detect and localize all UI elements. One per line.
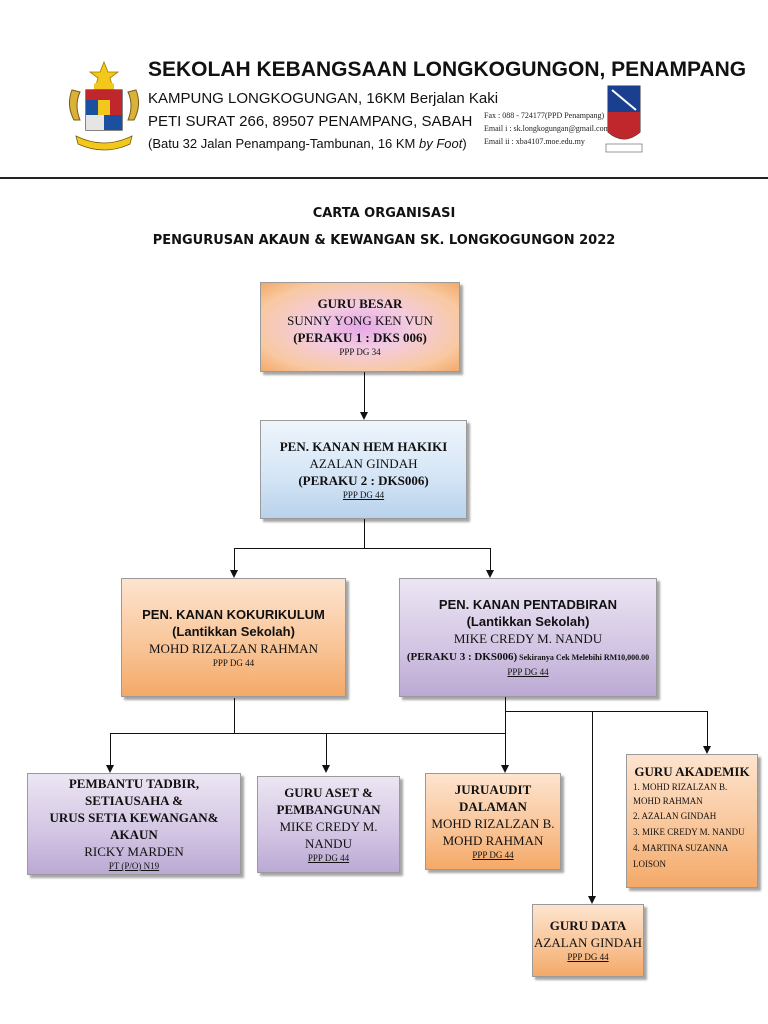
email-1: Email i : sk.longkogungan@gmail.com xyxy=(484,124,610,133)
pk-hem-role: PEN. KANAN HEM HAKIKI xyxy=(279,438,448,454)
juruaudit-name-2: MOHD RAHMAN xyxy=(442,833,544,848)
pk-pentadbiran-grade: PPP DG 44 xyxy=(507,667,549,677)
pk-koku-note: (Lantikkan Sekolah) xyxy=(172,623,295,639)
guru-aset-role-1: GURU ASET & xyxy=(284,785,373,800)
arrow-head xyxy=(703,746,711,754)
fax-number: Fax : 088 - 724177(PPD Penampang) xyxy=(484,111,605,120)
guru-aset-box: GURU ASET & PEMBANGUNAN MIKE CREDY M. NA… xyxy=(257,776,400,873)
guru-akademik-item: 2. AZALAN GINDAH xyxy=(633,811,717,821)
guru-besar-box: GURU BESAR SUNNY YONG KEN VUN (PERAKU 1 … xyxy=(260,282,460,372)
guru-akademik-item: LOISON xyxy=(633,859,666,869)
pk-kokurikulum-box: PEN. KANAN KOKURIKULUM (Lantikkan Sekola… xyxy=(121,578,346,697)
pk-koku-name: MOHD RIZALZAN RAHMAN xyxy=(149,640,318,656)
juruaudit-grade: PPP DG 44 xyxy=(472,850,514,860)
guru-data-box: GURU DATA AZALAN GINDAH PPP DG 44 xyxy=(532,904,644,977)
guru-data-name: AZALAN GINDAH xyxy=(534,935,642,950)
connector-line xyxy=(326,733,327,768)
guru-akademik-item: 3. MIKE CREDY M. NANDU xyxy=(633,827,745,837)
connector-line xyxy=(234,548,235,573)
guru-besar-name: SUNNY YONG KEN VUN xyxy=(287,313,433,328)
connector-line xyxy=(110,733,111,768)
pk-pentadbiran-perakuan: (PERAKU 3 : DKS006) xyxy=(406,651,518,663)
guru-aset-grade: PPP DG 44 xyxy=(307,853,350,863)
pk-hem-grade: PPP DG 44 xyxy=(342,489,385,500)
connector-line xyxy=(505,697,506,768)
connector-line xyxy=(234,548,491,549)
address-line-1: KAMPUNG LONGKOGUNGAN, 16KM Berjalan Kaki xyxy=(148,90,499,107)
pk-hem-name: AZALAN GINDAH xyxy=(309,455,418,471)
connector-line xyxy=(592,711,593,898)
guru-akademik-role: GURU AKADEMIK xyxy=(634,764,750,779)
pk-pentadbiran-box: PEN. KANAN PENTADBIRAN (Lantikkan Sekola… xyxy=(399,578,657,697)
header-divider xyxy=(0,177,768,179)
connector-line xyxy=(364,519,365,549)
pk-pentadbiran-role: PEN. KANAN PENTADBIRAN xyxy=(438,597,618,612)
guru-besar-role: GURU BESAR xyxy=(317,296,403,311)
pembantu-name: RICKY MARDEN xyxy=(84,844,184,859)
connector-line xyxy=(110,733,505,734)
chart-subtitle: PENGURUSAN AKAUN & KEWANGAN SK. LONGKOGU… xyxy=(152,233,616,248)
pk-pentadbiran-perakuan-line: (PERAKU 3 : DKS006) Sekiranya Cek Melebi… xyxy=(407,647,649,666)
pk-hem-box: PEN. KANAN HEM HAKIKI AZALAN GINDAH (PER… xyxy=(260,420,467,519)
pembantu-tadbir-box: PEMBANTU TADBIR, SETIAUSAHA & URUS SETIA… xyxy=(27,773,241,875)
pk-pentadbiran-note: (Lantikkan Sekolah) xyxy=(466,614,590,629)
arrow-head xyxy=(106,765,114,773)
school-crest-logo xyxy=(605,85,643,153)
school-name: SEKOLAH KEBANGSAAN LONGKOGUNGON, PENAMPA… xyxy=(148,58,747,81)
malaysia-coat-of-arms-logo xyxy=(68,60,140,151)
guru-data-grade: PPP DG 44 xyxy=(567,952,609,962)
guru-besar-perakuan: (PERAKU 1 : DKS 006) xyxy=(293,330,427,345)
connector-line xyxy=(234,698,235,734)
connector-line xyxy=(505,711,708,712)
juruaudit-name-1: MOHD RIZALZAN B. xyxy=(431,816,555,831)
guru-aset-name: MIKE CREDY M. NANDU xyxy=(279,819,378,851)
arrow-head xyxy=(486,570,494,578)
pembantu-role-2: URUS SETIA KEWANGAN& AKAUN xyxy=(49,810,219,842)
juruaudit-box: JURUAUDIT DALAMAN MOHD RIZALZAN B. MOHD … xyxy=(425,773,561,870)
guru-data-role: GURU DATA xyxy=(549,918,627,933)
pk-pentadbiran-perakuan-note: Sekiranya Cek Melebihi RM10,000.00 xyxy=(517,653,650,662)
guru-akademik-item: 4. MARTINA SUZANNA xyxy=(633,843,729,853)
address-line-2: PETI SURAT 266, 89507 PENAMPANG, SABAH xyxy=(148,113,473,130)
arrow-head xyxy=(230,570,238,578)
guru-akademik-item: MOHD RAHMAN xyxy=(633,796,703,806)
juruaudit-role: JURUAUDIT DALAMAN xyxy=(454,782,532,814)
arrow-head xyxy=(360,412,368,420)
pk-pentadbiran-name: MIKE CREDY M. NANDU xyxy=(453,631,603,646)
guru-akademik-box: GURU AKADEMIK 1. MOHD RIZALZAN B. MOHD R… xyxy=(626,754,758,888)
pembantu-grade: PT (P/O) N19 xyxy=(108,861,160,871)
email-2: Email ii : xba4107.moe.edu.my xyxy=(484,137,585,146)
guru-aset-role-2: PEMBANGUNAN xyxy=(276,802,381,817)
pk-koku-grade: PPP DG 44 xyxy=(212,657,255,668)
guru-akademik-item: 1. MOHD RIZALZAN B. xyxy=(633,782,728,792)
connector-line xyxy=(364,372,365,414)
guru-besar-grade: PPP DG 34 xyxy=(339,347,381,357)
connector-line xyxy=(490,548,491,573)
arrow-head xyxy=(501,765,509,773)
connector-line xyxy=(707,711,708,748)
arrow-head xyxy=(588,896,596,904)
address-line-3: (Batu 32 Jalan Penampang-Tambunan, 16 KM… xyxy=(148,136,467,151)
pembantu-role-1: PEMBANTU TADBIR, SETIAUSAHA & xyxy=(68,776,200,808)
pk-hem-perakuan: (PERAKU 2 : DKS006) xyxy=(298,472,429,488)
arrow-head xyxy=(322,765,330,773)
chart-title: CARTA ORGANISASI xyxy=(312,206,456,221)
pk-koku-role: PEN. KANAN KOKURIKULUM xyxy=(142,606,325,622)
